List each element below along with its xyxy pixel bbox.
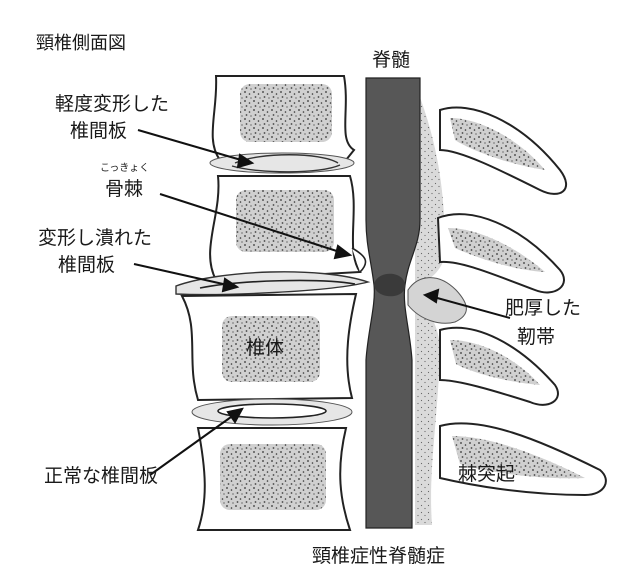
spinous-process-2 [436, 213, 565, 294]
mild-disc-label-line2: 椎間板 [70, 120, 128, 142]
mild-disc-label-line1: 軽度変形した [55, 93, 170, 115]
spinal-cord-shape [365, 77, 421, 529]
spinal-cord-label: 脊髄 [372, 49, 411, 71]
spinous-process-label: 棘突起 [458, 463, 516, 485]
spinous-process-4 [439, 422, 607, 497]
leader-lines [133, 129, 511, 476]
ligament-label-line1: 肥厚した [505, 297, 582, 319]
figure-title: 頸椎側面図 [36, 33, 126, 54]
vertebra-3 [180, 292, 358, 402]
normal-disc-label: 正常な椎間板 [44, 465, 159, 487]
disc-normal [191, 398, 353, 426]
disc-mild [209, 152, 355, 174]
spinous-process-3 [439, 326, 559, 406]
vertebral-body-label: 椎体 [246, 337, 285, 359]
vertebra-1 [211, 75, 356, 161]
bone-spur-label: 骨棘 [105, 178, 144, 200]
vertebra-2 [209, 175, 367, 282]
ligament-label-line2: 靭帯 [517, 326, 556, 348]
vertebra-4 [196, 427, 352, 531]
crushed-disc-label-line1: 変形し潰れた [38, 227, 153, 249]
spinous-process-1 [439, 106, 567, 195]
bone-spur-ruby: こっきょく [100, 163, 150, 174]
figure-caption: 頸椎症性脊髄症 [312, 545, 446, 567]
disc-crushed [175, 271, 371, 296]
crushed-disc-label-line2: 椎間板 [58, 254, 116, 276]
